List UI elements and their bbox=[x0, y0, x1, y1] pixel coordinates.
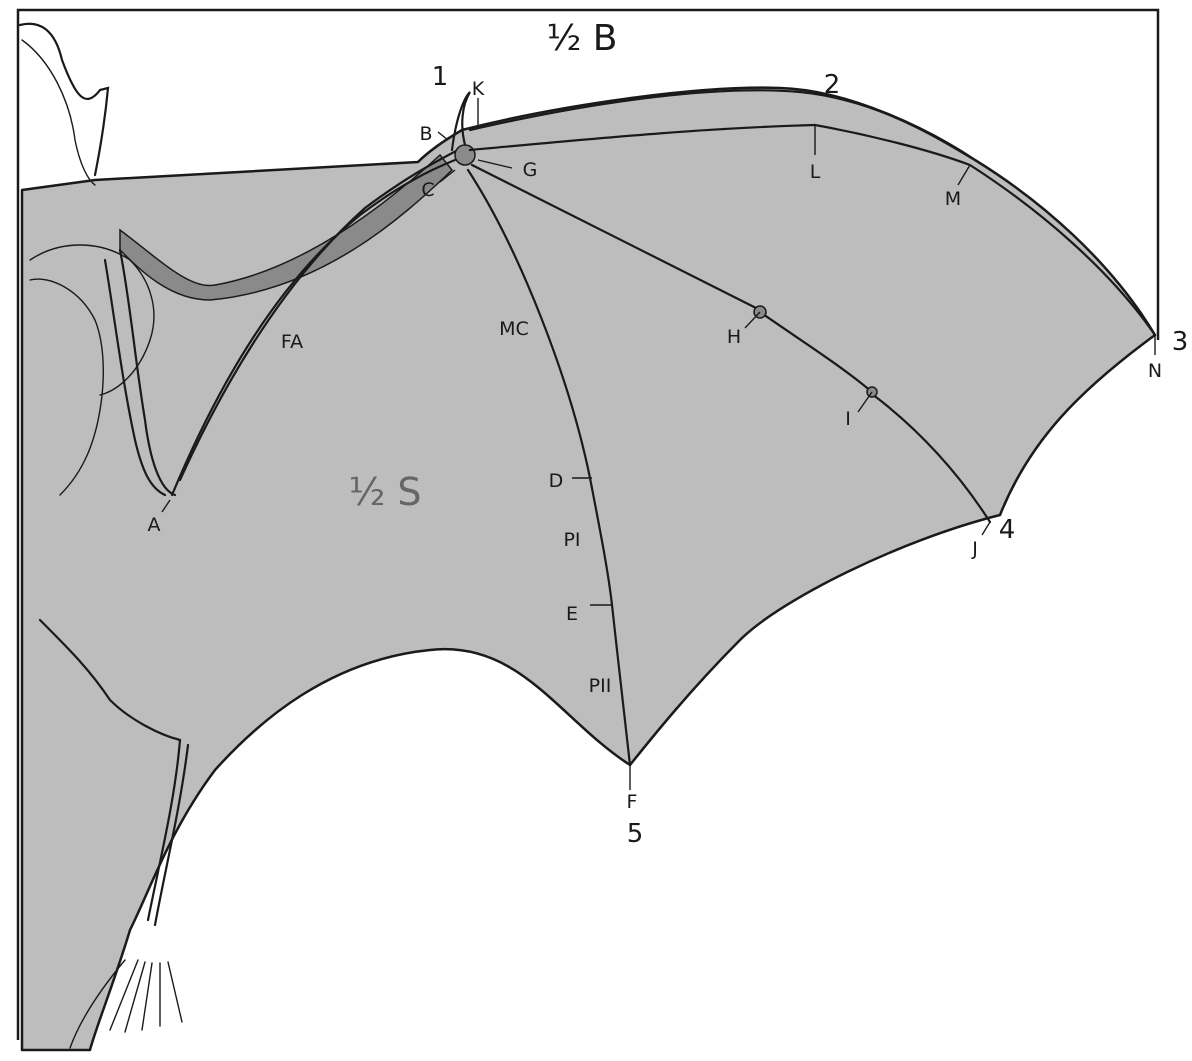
ear-outline bbox=[20, 24, 108, 175]
point-d-label: D bbox=[549, 470, 564, 492]
half-area-label: ½ S bbox=[348, 470, 421, 514]
tick-j bbox=[982, 522, 990, 535]
metacarpal-label: MC bbox=[499, 318, 529, 340]
point-j-label: J bbox=[971, 538, 978, 560]
digit-4-label: 4 bbox=[999, 515, 1016, 545]
tick-b bbox=[438, 132, 448, 140]
point-c-label: C bbox=[421, 179, 434, 201]
phalanx-2-label: PII bbox=[589, 675, 612, 697]
point-l-label: L bbox=[810, 161, 821, 183]
point-e-label: E bbox=[566, 603, 578, 625]
digit-2-label: 2 bbox=[824, 70, 841, 100]
phalanx-1-label: PI bbox=[563, 529, 580, 551]
point-k-label: K bbox=[472, 78, 485, 100]
foot-toes bbox=[110, 960, 182, 1032]
point-m-label: M bbox=[945, 188, 961, 210]
point-g-label: G bbox=[523, 159, 538, 181]
head-outline bbox=[22, 40, 95, 185]
point-a-label: A bbox=[148, 514, 161, 536]
wing-membrane bbox=[22, 88, 1155, 1050]
point-n-label: N bbox=[1148, 360, 1162, 382]
forearm-label: FA bbox=[281, 331, 303, 353]
digit-3-label: 3 bbox=[1172, 327, 1189, 357]
point-f-label: F bbox=[627, 791, 638, 813]
point-i-label: I bbox=[845, 408, 851, 430]
wrist-joint bbox=[455, 145, 475, 165]
digit-1-label: 1 bbox=[432, 62, 449, 92]
point-b-label: B bbox=[419, 123, 432, 145]
half-span-label: ½ B bbox=[546, 18, 617, 59]
digit-5-label: 5 bbox=[627, 819, 644, 849]
point-h-label: H bbox=[727, 326, 741, 348]
